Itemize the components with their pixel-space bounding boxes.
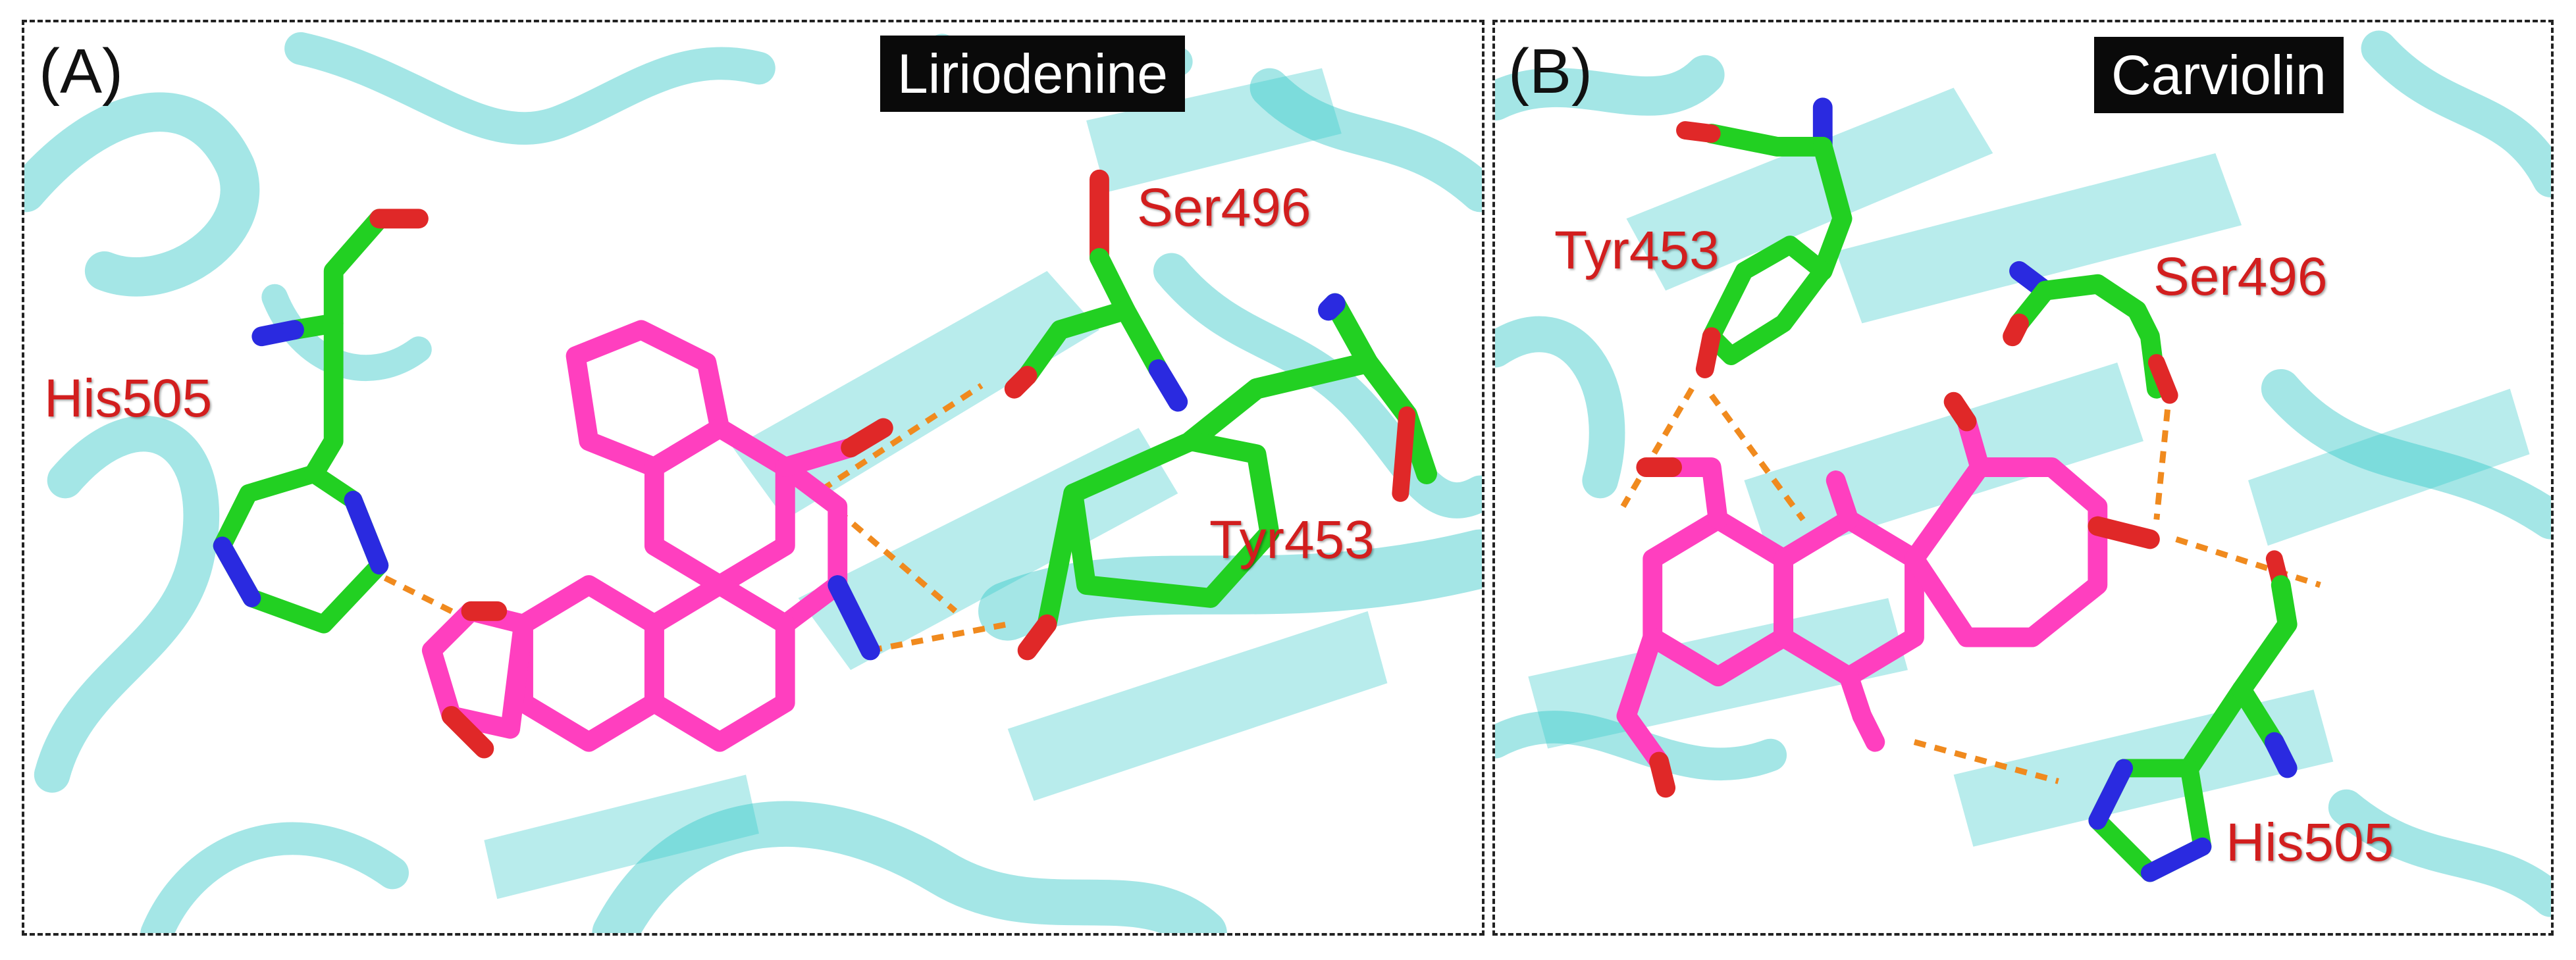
his505-residue — [2088, 550, 2298, 882]
protein-ribbon — [1495, 30, 2551, 917]
panel-a-letter: (A) — [39, 36, 123, 107]
panel-a-title: Liriodenine — [880, 36, 1185, 113]
tyr453-residue — [1017, 293, 1437, 661]
carviolin-ligand — [1616, 392, 2160, 798]
hydrogen-bonds — [1620, 387, 2321, 784]
label-his505-a: His505 — [44, 368, 213, 428]
panel-b-scene — [1495, 30, 2551, 917]
panel-a: (A) Liriodenine His505 Ser496 Tyr453 — [22, 20, 1485, 936]
label-tyr453-a: Tyr453 — [1209, 510, 1375, 570]
ser496-residue — [1004, 169, 1188, 412]
his505-residue — [213, 209, 429, 634]
label-ser496-a: Ser496 — [1137, 178, 1311, 238]
panel-b-letter: (B) — [1508, 36, 1592, 107]
label-tyr453-b: Tyr453 — [1554, 220, 1720, 280]
panel-a-scene — [24, 32, 1482, 933]
tyr453-residue — [1676, 97, 1853, 378]
label-his505-b: His505 — [2226, 813, 2394, 872]
panel-b-title: Carviolin — [2094, 37, 2344, 114]
panel-b: (B) Carviolin Tyr453 Ser496 His505 — [1492, 20, 2554, 936]
label-ser496-b: Ser496 — [2153, 247, 2328, 307]
ser496-residue — [2003, 261, 2178, 404]
liriodenine-ligand — [421, 320, 893, 759]
